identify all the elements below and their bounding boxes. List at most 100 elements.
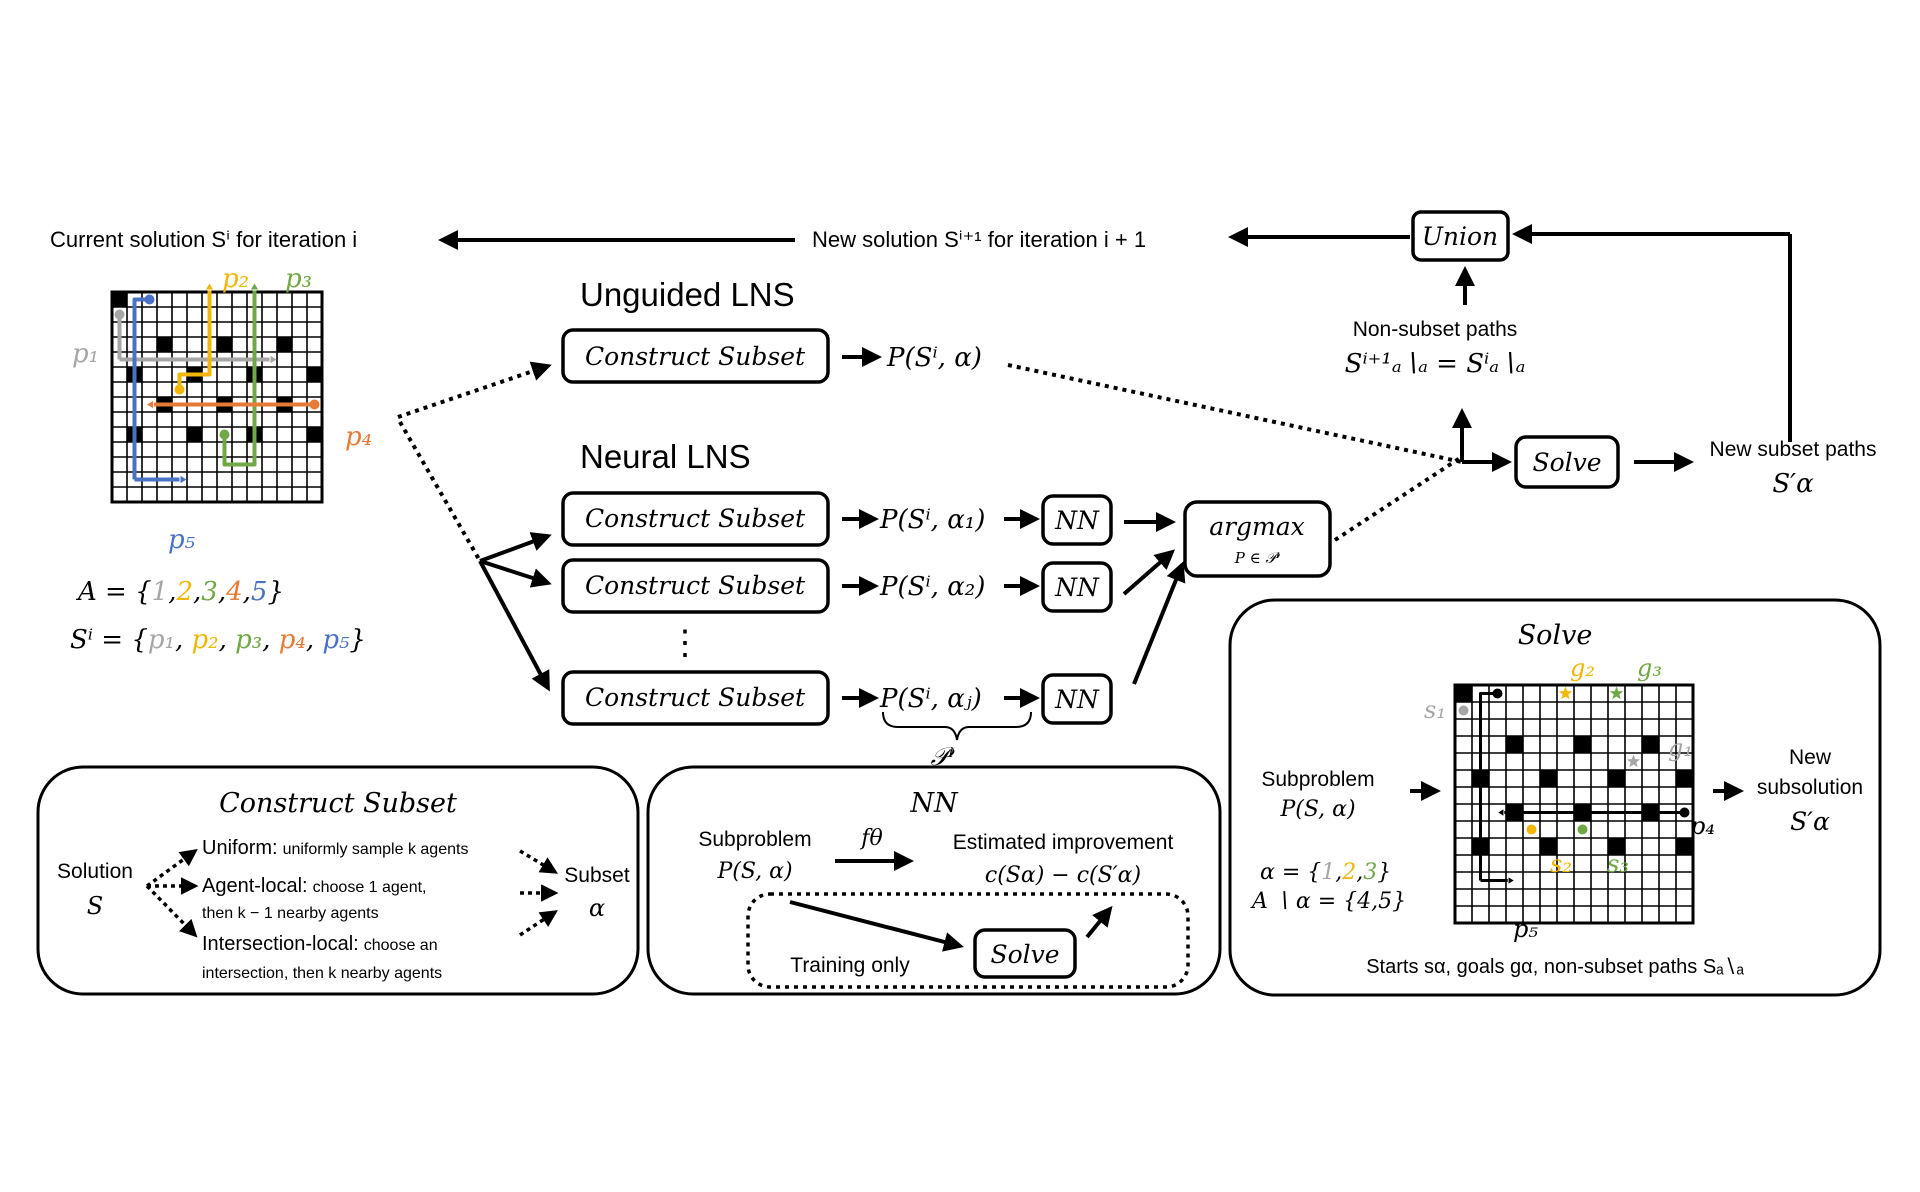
complement-set: A ∖ α = {4,5} bbox=[1250, 889, 1406, 914]
obstacle-cell bbox=[1608, 838, 1625, 855]
start-s3 bbox=[1577, 824, 1588, 835]
path-p5-label-solve: p₅ bbox=[1513, 915, 1538, 943]
goal-g2-star bbox=[1558, 686, 1573, 700]
construct-panel-title: Construct Subset bbox=[219, 788, 457, 819]
solve-subproblem-formula: P(S, α) bbox=[1279, 797, 1355, 822]
solve-new-subsolution-formula: S′α bbox=[1790, 807, 1830, 836]
construct-solution-label: Solution bbox=[57, 860, 133, 883]
obstacle-cell bbox=[1455, 685, 1472, 702]
non-subset-formula: Sⁱ⁺¹ₐ∖ₐ = Sⁱₐ∖ₐ bbox=[1345, 349, 1526, 379]
unguided-output: P(Sⁱ, α) bbox=[886, 343, 982, 373]
obstacle-cell bbox=[1676, 838, 1693, 855]
dotted-argmax-to-solve bbox=[1333, 456, 1462, 542]
obstacle-cell bbox=[307, 427, 322, 442]
path-p3-label: p₃ bbox=[285, 264, 312, 294]
path-p2-arrow-head bbox=[205, 283, 214, 290]
alpha-set: α = {1,2,3} bbox=[1260, 860, 1391, 885]
neural-construct-label-3: Construct Subset bbox=[585, 683, 806, 712]
path-p4-arrow-solve-head bbox=[1498, 809, 1504, 816]
obstacle-cell bbox=[1676, 770, 1693, 787]
solution-grid bbox=[110, 283, 324, 504]
neural-construct-box-2 bbox=[561, 558, 830, 614]
path-p3 bbox=[222, 314, 257, 467]
dotted-uniform bbox=[145, 848, 198, 888]
nn-box-2 bbox=[1041, 561, 1113, 613]
nn-solve-box bbox=[973, 928, 1077, 979]
dotted-unguided-to-solve bbox=[1007, 363, 1463, 464]
arrow-fork-2 bbox=[479, 559, 552, 588]
uniform-strategy: Uniform:uniformly sample k agents bbox=[202, 837, 468, 859]
nn-box-3 bbox=[1041, 673, 1113, 725]
construct-subset-alpha: α bbox=[589, 894, 605, 922]
path-p4-label: p₄ bbox=[345, 422, 372, 452]
neural-construct-box-3 bbox=[561, 670, 830, 726]
path-p5-arrow-head bbox=[180, 475, 187, 484]
dotted-grid-to-fork bbox=[398, 421, 482, 562]
path-p2-label: p₂ bbox=[222, 264, 249, 294]
training-only-region bbox=[746, 892, 1190, 989]
nn-subproblem-formula: P(S, α) bbox=[716, 859, 792, 884]
obstacle-cell bbox=[1540, 838, 1557, 855]
nn-solve-label: Solve bbox=[990, 940, 1059, 969]
solve-box bbox=[1514, 435, 1620, 489]
union-box bbox=[1411, 210, 1510, 262]
new-subset-label: New subset paths bbox=[1710, 438, 1877, 461]
dotted-uniform-subset bbox=[519, 849, 559, 874]
intersection-local-strategy: Intersection-local:choose an bbox=[202, 933, 438, 955]
agent-local-line2: then k − 1 nearby agents bbox=[202, 905, 379, 922]
solve-label: Solve bbox=[1532, 448, 1601, 477]
obstacle-cell bbox=[1642, 736, 1659, 753]
dotted-to-unguided bbox=[397, 361, 552, 419]
start-s1 bbox=[1458, 705, 1469, 716]
construct-subset-label: Subset bbox=[564, 864, 630, 887]
neural-construct-label-1: Construct Subset bbox=[585, 504, 806, 533]
solve-footer: Starts sα, goals gα, non-subset paths Sₐ… bbox=[1366, 956, 1744, 978]
neural-output-1: P(Sⁱ, α₁) bbox=[879, 505, 985, 535]
new-solution-label: New solution Sⁱ⁺¹ for iteration i + 1 bbox=[812, 227, 1146, 252]
path-p1-arrow-head bbox=[270, 355, 277, 364]
path-p5-arrow-solve-head bbox=[1508, 877, 1514, 884]
subproblem-grid bbox=[1453, 683, 1695, 925]
nn-panel bbox=[646, 765, 1222, 996]
agent-set: A = {1,2,3,4,5} bbox=[76, 577, 284, 607]
obstacle-cell bbox=[112, 292, 127, 307]
solve-panel-title: Solve bbox=[1518, 620, 1593, 651]
p-set-brace bbox=[882, 711, 1032, 741]
solve-subproblem-label: Subproblem bbox=[1261, 768, 1374, 791]
solution-set: Sⁱ = {p₁, p₂, p₃, p₄, p₅} bbox=[70, 625, 366, 655]
obstacle-cell bbox=[187, 427, 202, 442]
nn-label-2: NN bbox=[1054, 573, 1100, 602]
obstacle-cell bbox=[277, 337, 292, 352]
goal-g3-star bbox=[1609, 686, 1624, 700]
path-p4-arrow-head bbox=[147, 400, 153, 409]
path-p5-solve bbox=[1479, 692, 1498, 881]
path-p3-arrow-head bbox=[250, 283, 259, 290]
current-solution-label: Current solution Sⁱ for iteration i bbox=[50, 227, 357, 252]
goal-g1-star bbox=[1626, 754, 1641, 768]
nn-subproblem-label: Subproblem bbox=[698, 828, 811, 851]
neural-title: Neural LNS bbox=[580, 438, 751, 475]
f-theta: fθ bbox=[859, 826, 882, 851]
start-s3-label: s₃ bbox=[1607, 850, 1629, 878]
solve-new-label: New bbox=[1789, 746, 1832, 769]
estimated-improvement-formula: c(Sα) − c(S′α) bbox=[985, 863, 1141, 888]
unguided-title: Unguided LNS bbox=[580, 276, 795, 313]
goal-g2-label: g₂ bbox=[1570, 654, 1595, 682]
arrow-to-train-solve bbox=[789, 900, 964, 952]
training-only-label: Training only bbox=[790, 954, 910, 977]
nn-panel-title: NN bbox=[909, 788, 959, 819]
vertical-ellipsis: ⋮ bbox=[668, 624, 702, 662]
obstacle-cell bbox=[157, 337, 172, 352]
obstacle-cell bbox=[217, 337, 232, 352]
path-p5-label: p₅ bbox=[168, 525, 196, 555]
intersection-local-line2: intersection, then k nearby agents bbox=[202, 965, 442, 982]
argmax-label: argmax bbox=[1209, 512, 1305, 541]
path-p4-label-solve: p₄ bbox=[1690, 812, 1715, 840]
unguided-construct-box bbox=[561, 328, 830, 384]
neural-output-2: P(Sⁱ, α₂) bbox=[879, 572, 985, 602]
non-subset-label: Non-subset paths bbox=[1353, 318, 1518, 341]
construct-solution-S: S bbox=[87, 892, 103, 920]
nn-label-1: NN bbox=[1054, 506, 1100, 535]
neural-construct-label-2: Construct Subset bbox=[585, 571, 806, 600]
